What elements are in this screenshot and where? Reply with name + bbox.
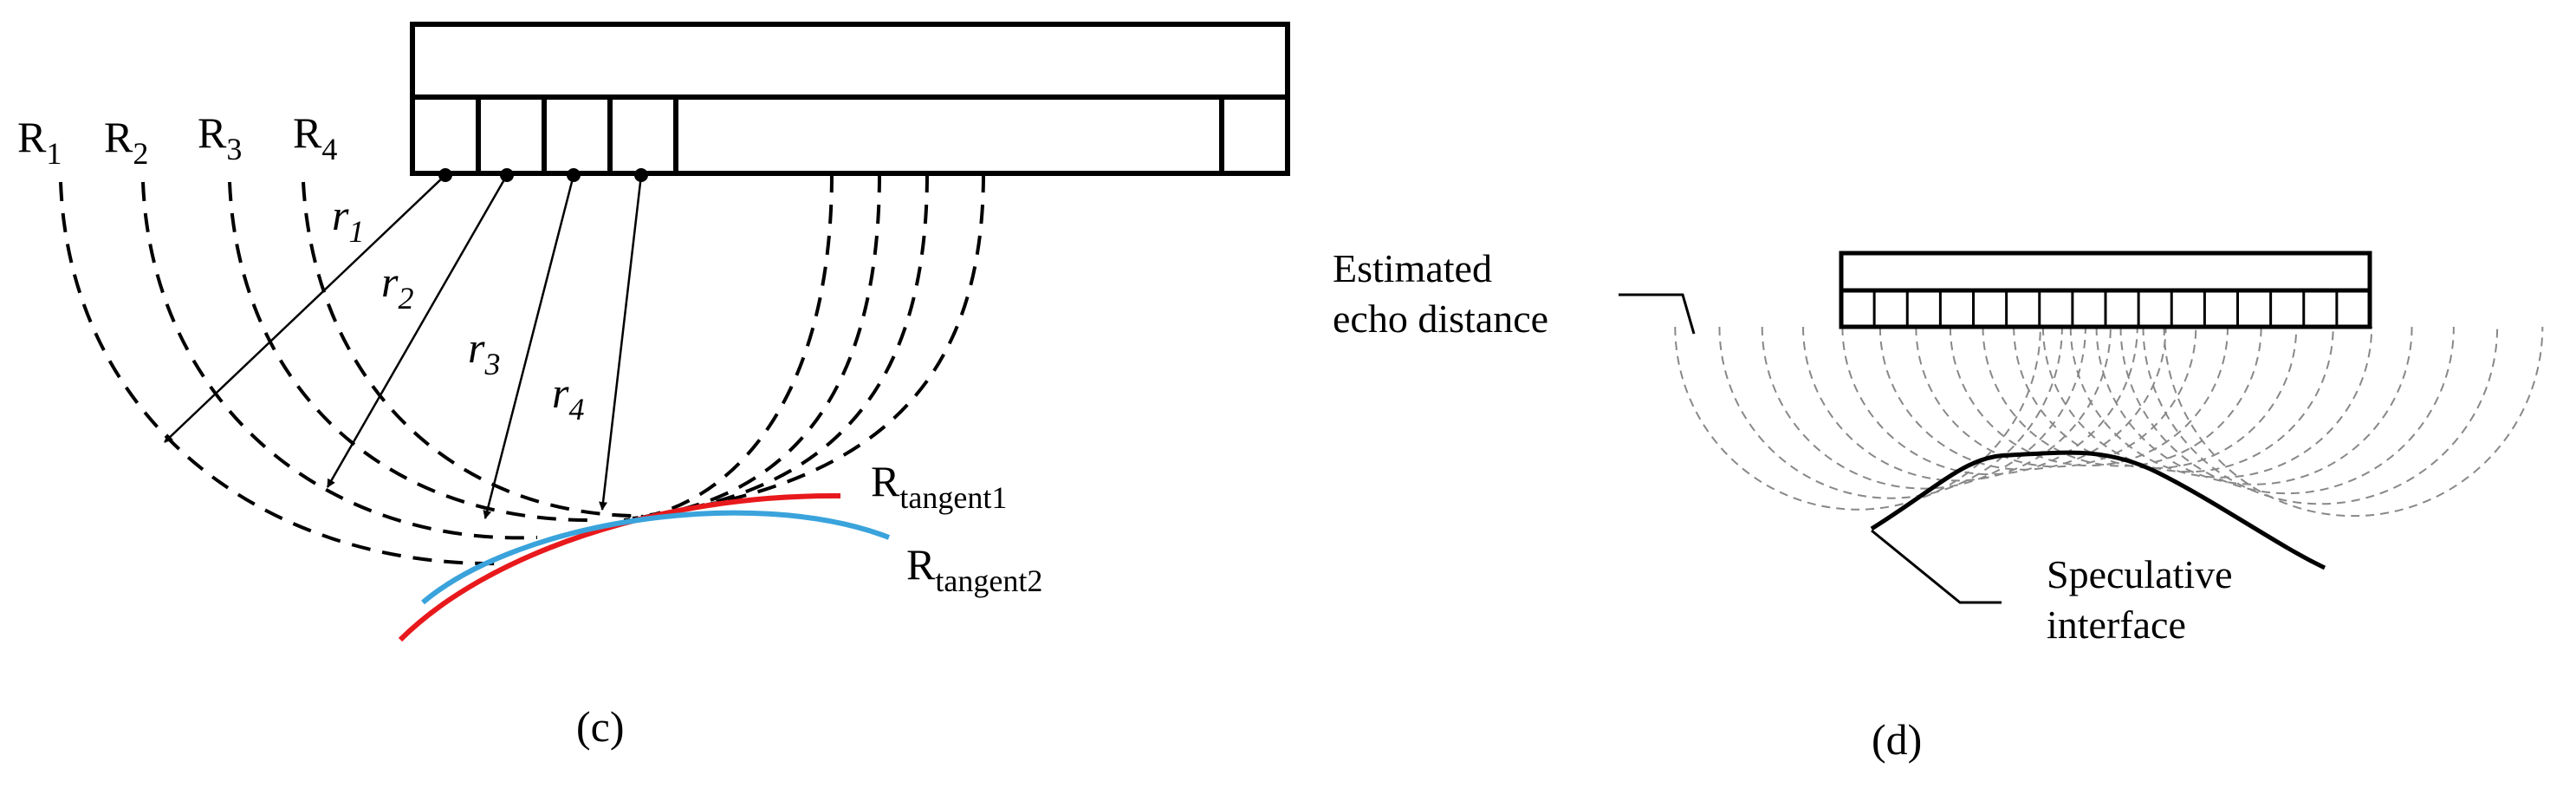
echo-arc <box>1674 326 2041 511</box>
panel-d: Estimated echo distance Speculative inte… <box>1333 246 2544 764</box>
arrow-r3 <box>483 174 575 519</box>
echo-arc <box>2119 326 2455 495</box>
arc-r4 <box>302 181 633 518</box>
echo-arc <box>1915 326 2197 468</box>
echo-arc <box>1718 326 2063 499</box>
element-dividers-d <box>1872 290 2339 327</box>
right-arc-2 <box>632 173 881 520</box>
radius-label-1: R1 <box>17 113 62 171</box>
estimated-label: Estimated echo distance <box>1333 246 1548 341</box>
echo-arc <box>1949 326 2229 467</box>
tangent-label-1: Rtangent1 <box>871 457 1007 515</box>
speculative-label: Speculative interface <box>2047 552 2242 647</box>
echo-arc <box>1982 326 2262 467</box>
right-arc-1 <box>623 173 834 522</box>
arrow-r2 <box>326 174 509 488</box>
radius-label-4: R4 <box>293 108 337 166</box>
arc-r1 <box>59 181 503 566</box>
element-row <box>410 94 1290 176</box>
echo-arc <box>1802 326 2112 481</box>
distance-label-1: r1 <box>332 191 364 249</box>
arrow-r1 <box>164 174 446 443</box>
wavefront-arcs <box>59 173 985 566</box>
echo-arc <box>1878 326 2167 470</box>
estimated-leader-line <box>1619 293 1696 335</box>
tangent-label-2: Rtangent2 <box>906 540 1042 598</box>
echo-arc <box>2013 326 2298 469</box>
echo-arc <box>2069 326 2373 479</box>
speculative-leader-line <box>1871 529 2002 604</box>
echo-arc <box>2163 326 2544 517</box>
tangent-curve-2 <box>421 510 891 605</box>
echo-arc <box>2041 326 2334 473</box>
radius-label-2: R2 <box>104 113 148 171</box>
echo-arc <box>2095 326 2413 485</box>
tangent-curve-1 <box>398 492 841 642</box>
distance-label-2: r2 <box>381 257 413 316</box>
transducer-probe-c <box>410 22 1290 176</box>
distance-label-4: r4 <box>552 368 584 427</box>
radius-label-3: R3 <box>198 108 242 166</box>
panel-c: R1 R2 R3 R4 r1 r2 r3 r4 Rtangent1 Rtange… <box>17 22 1290 751</box>
distance-arrows <box>164 174 643 519</box>
distance-label-3: r3 <box>468 323 500 381</box>
echo-arc <box>1761 326 2086 490</box>
echo-arcs <box>1674 326 2544 517</box>
speculative-interface-curve <box>1870 450 2326 570</box>
probe-housing-d <box>1839 251 2372 293</box>
caption-c: (c) <box>576 702 625 751</box>
arrow-r4 <box>599 174 643 511</box>
probe-housing <box>410 22 1290 100</box>
arc-r3 <box>228 181 590 522</box>
right-arc-4 <box>649 173 985 517</box>
arc-r2 <box>141 181 538 540</box>
caption-d: (d) <box>1872 715 1922 764</box>
